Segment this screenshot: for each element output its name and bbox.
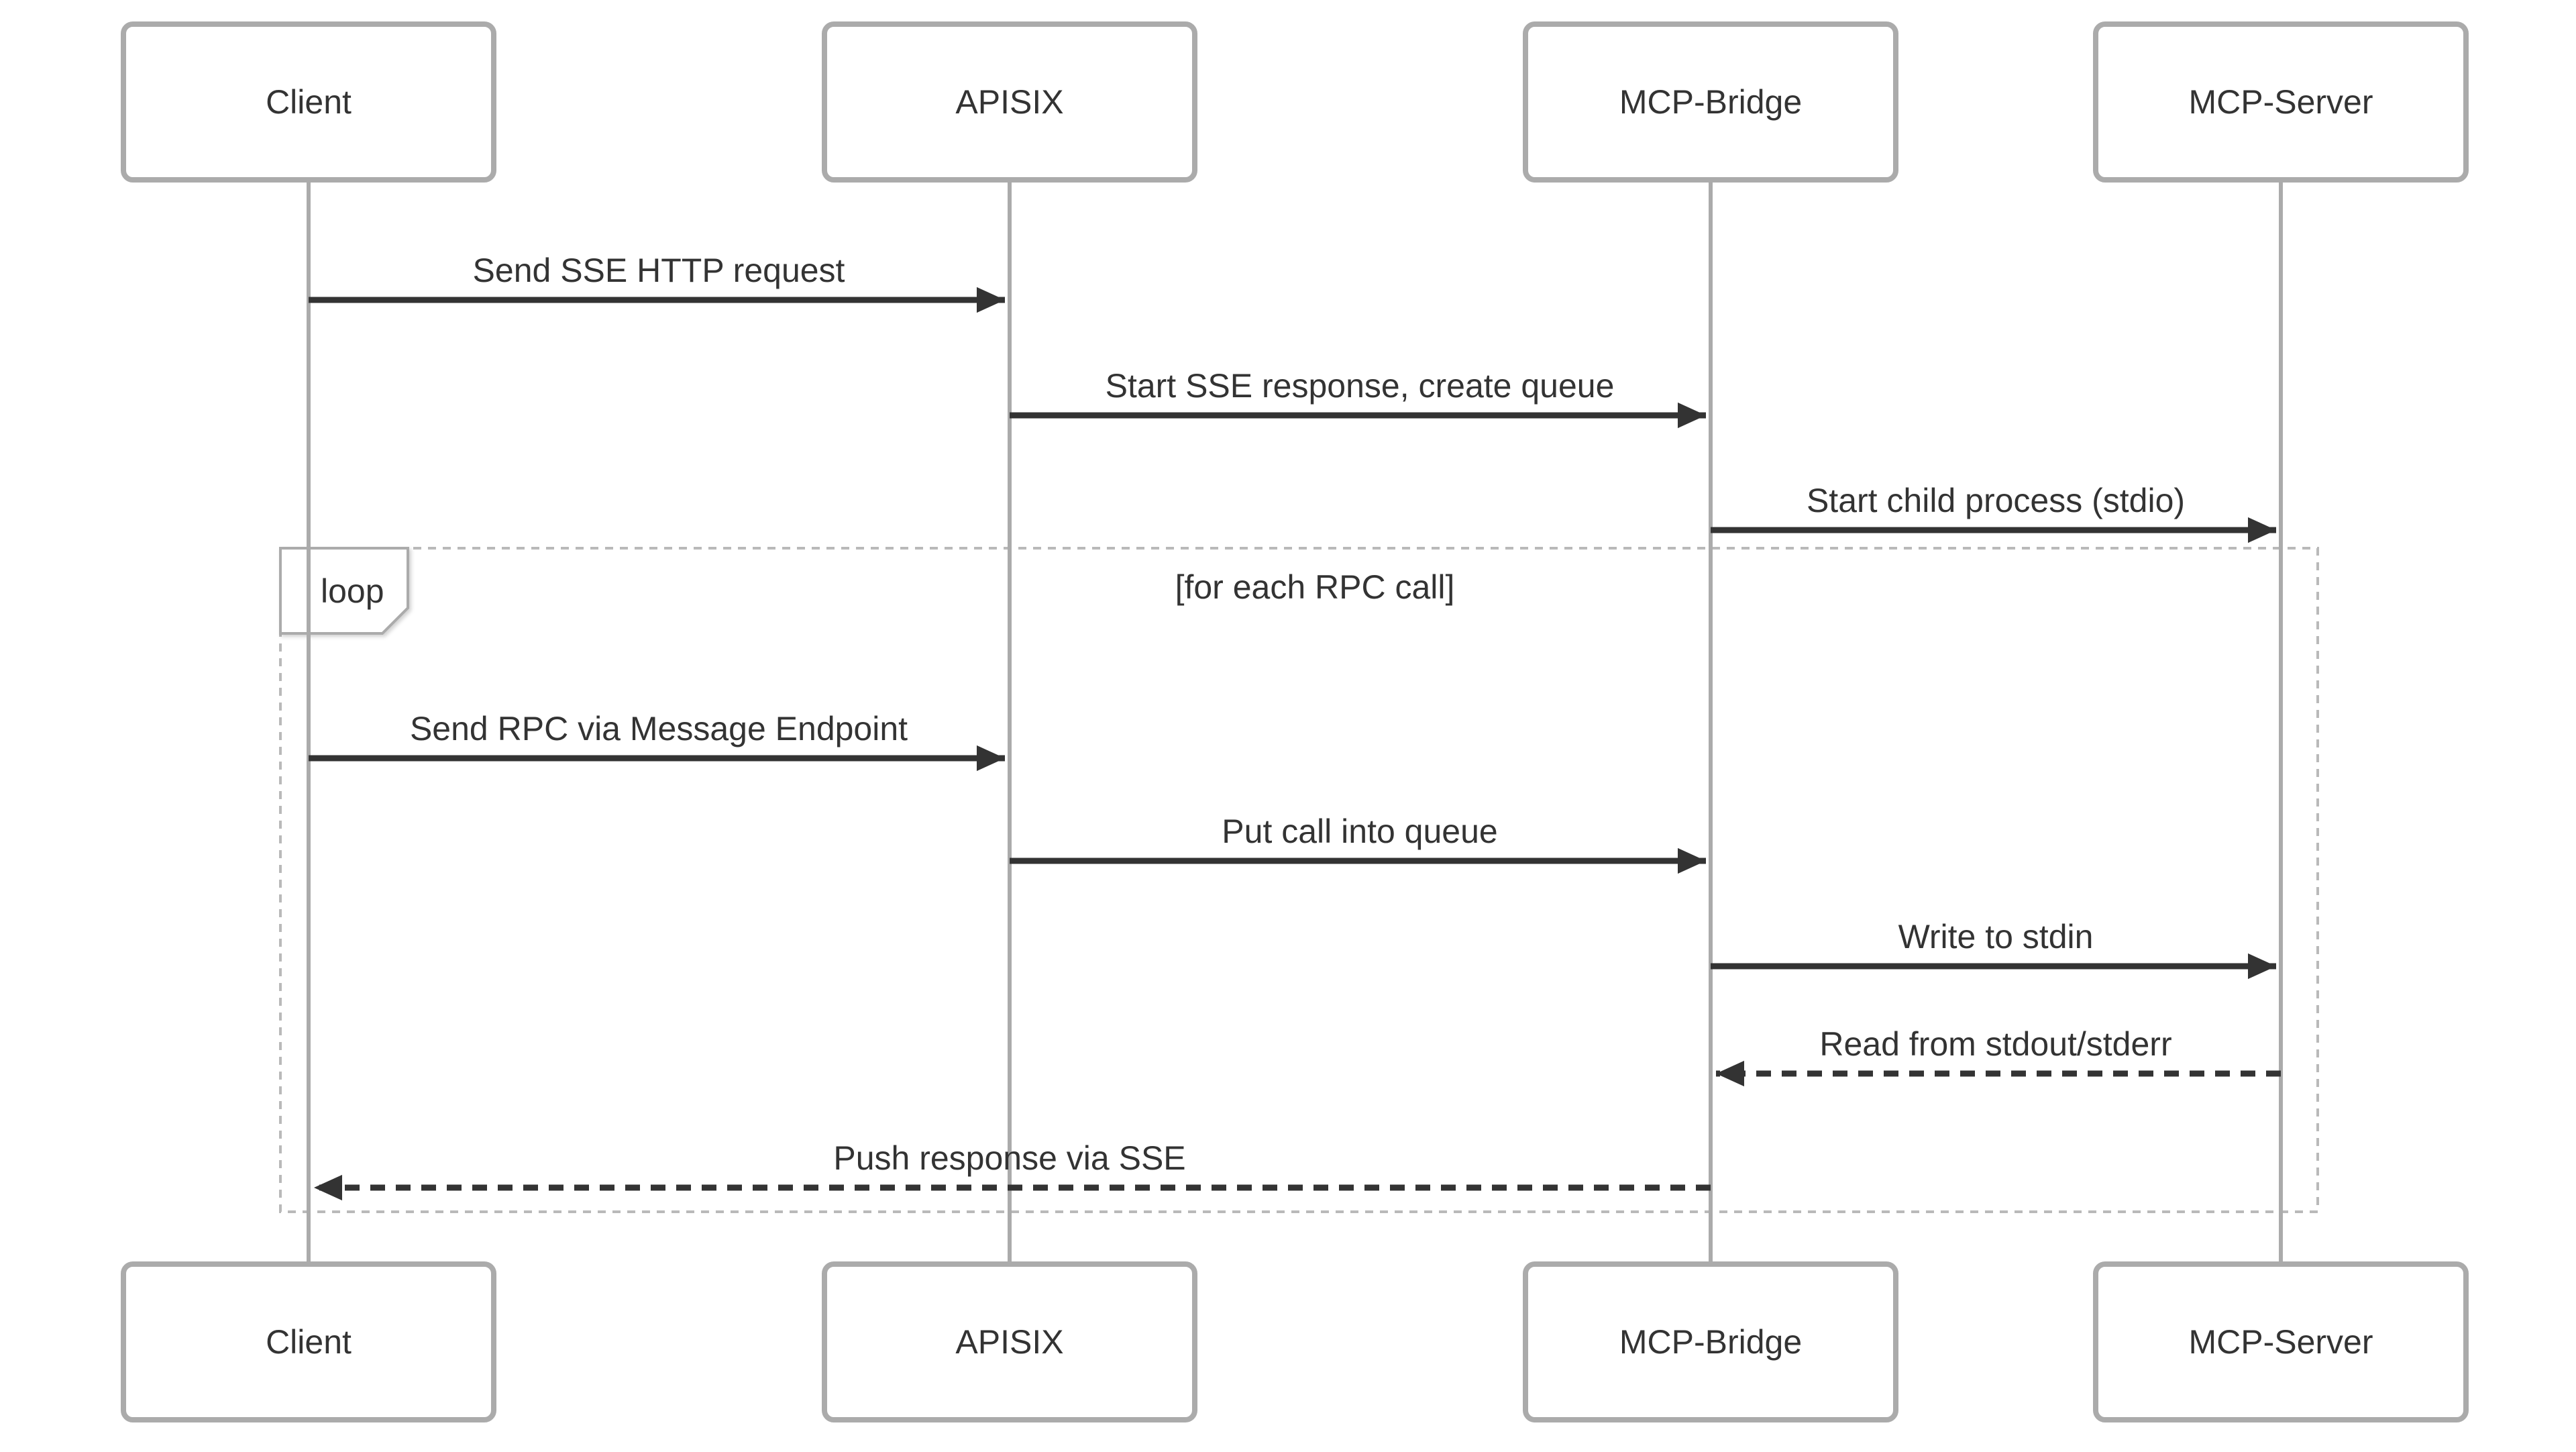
message-label-read-from-stdout-stderr: Read from stdout/stderr [1819, 1025, 2172, 1063]
actor-label-mcp-server: MCP-Server [2188, 1323, 2373, 1361]
actor-label-mcp-server: MCP-Server [2188, 83, 2373, 121]
actor-label-mcp-bridge: MCP-Bridge [1619, 1323, 1803, 1361]
actor-box-mcp-bridge-top: MCP-Bridge [1523, 21, 1898, 183]
actor-label-client: Client [266, 1323, 352, 1361]
actor-box-apisix-bottom: APISIX [822, 1261, 1197, 1422]
loop-condition-label: [for each RPC call] [1175, 568, 1455, 606]
message-label-send-rpc: Send RPC via Message Endpoint [409, 710, 908, 747]
loop-frame [279, 547, 2319, 1213]
message-label-start-sse-response: Start SSE response, create queue [1105, 367, 1615, 405]
loop-title: loop [321, 572, 384, 610]
actor-box-mcp-bridge-bottom: MCP-Bridge [1523, 1261, 1898, 1422]
actor-box-client-bottom: Client [121, 1261, 496, 1422]
message-label-push-response-via-sse: Push response via SSE [833, 1139, 1186, 1177]
message-label-start-child-process: Start child process (stdio) [1806, 482, 2186, 519]
actor-box-mcp-server-bottom: MCP-Server [2093, 1261, 2469, 1422]
actor-label-client: Client [266, 83, 352, 121]
actor-label-apisix: APISIX [955, 1323, 1064, 1361]
actor-label-apisix: APISIX [955, 83, 1064, 121]
actor-box-client-top: Client [121, 21, 496, 183]
loop-label-tab [279, 547, 409, 635]
message-label-put-call-into-queue: Put call into queue [1222, 813, 1498, 850]
actor-label-mcp-bridge: MCP-Bridge [1619, 83, 1803, 121]
message-label-send-sse-http-request: Send SSE HTTP request [472, 252, 845, 289]
actor-box-mcp-server-top: MCP-Server [2093, 21, 2469, 183]
message-label-write-to-stdin: Write to stdin [1898, 918, 2094, 955]
actor-box-apisix-top: APISIX [822, 21, 1197, 183]
